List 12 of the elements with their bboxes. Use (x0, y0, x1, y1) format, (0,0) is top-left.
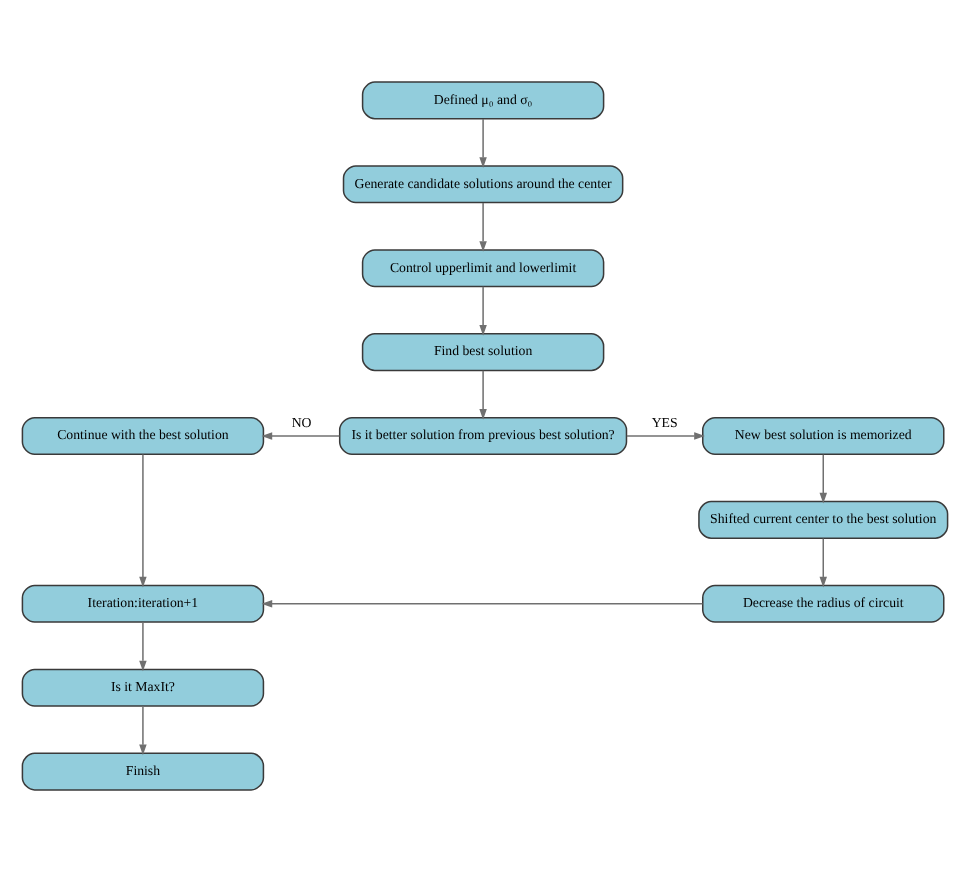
arrow (479, 118, 487, 168)
arrow (139, 705, 147, 756)
arrow (479, 202, 487, 252)
arrow (819, 453, 827, 504)
arrow (261, 600, 704, 608)
arrow (139, 621, 147, 672)
arrow (139, 453, 147, 588)
arrow (819, 537, 827, 588)
arrow (626, 432, 705, 440)
arrow (479, 286, 487, 336)
arrow (261, 432, 341, 440)
arrow (479, 370, 487, 420)
